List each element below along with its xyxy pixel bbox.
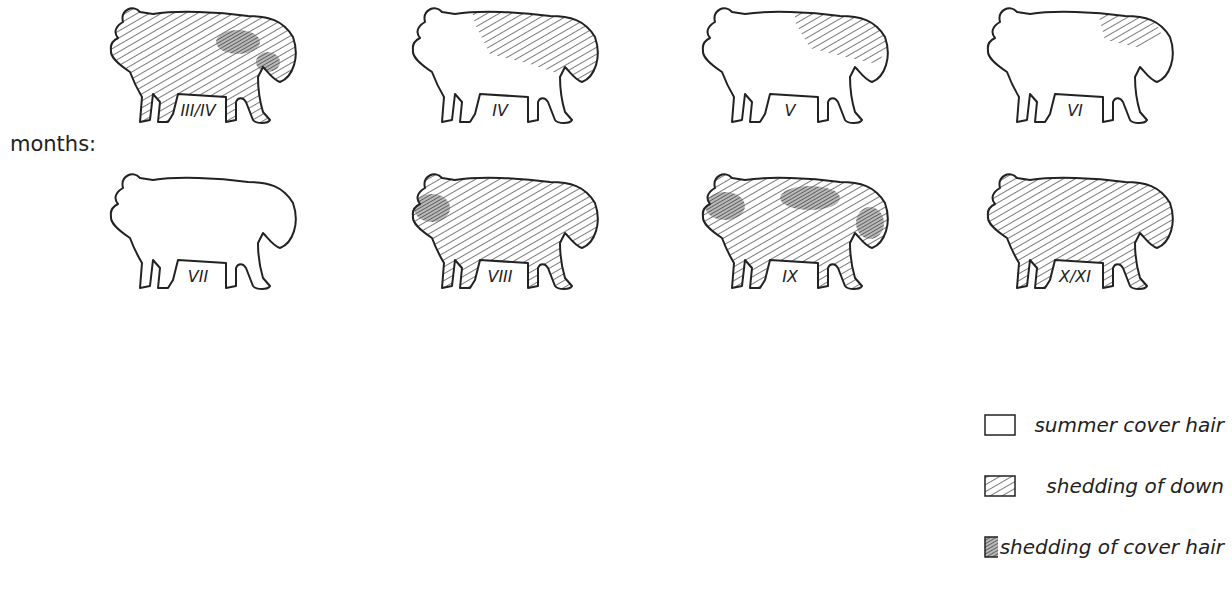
figure-outline bbox=[988, 174, 1173, 289]
fur-pattern bbox=[405, 163, 610, 298]
figure-outline bbox=[413, 8, 598, 123]
shedding-region bbox=[1095, 2, 1163, 48]
figure-outline bbox=[111, 174, 296, 289]
shedding-region bbox=[856, 207, 884, 239]
raccoon-dog-figure bbox=[703, 2, 890, 123]
figure-outline bbox=[988, 8, 1173, 123]
legend-label: shedding of down bbox=[1044, 475, 1226, 498]
shedding-region bbox=[414, 194, 450, 222]
raccoon-dog-figure bbox=[695, 163, 900, 298]
shedding-region bbox=[795, 2, 890, 64]
month-label: VIII bbox=[485, 268, 514, 286]
legend-swatch bbox=[985, 476, 1015, 496]
raccoon-dog-figure bbox=[103, 0, 308, 132]
fur-pattern bbox=[695, 163, 900, 298]
raccoon-dog-figure bbox=[111, 174, 296, 289]
shedding-region bbox=[695, 163, 900, 298]
fur-pattern bbox=[795, 2, 890, 64]
legend-label: shedding of cover hair bbox=[998, 536, 1226, 559]
fur-pattern bbox=[980, 163, 1185, 298]
raccoon-dog-figure bbox=[988, 2, 1173, 123]
figure-fill bbox=[111, 174, 296, 289]
fur-pattern bbox=[103, 0, 308, 132]
figure-outline bbox=[703, 174, 888, 289]
month-label: III/IV bbox=[178, 102, 217, 120]
figure-outline bbox=[413, 174, 598, 289]
raccoon-dog-figure bbox=[980, 163, 1185, 298]
month-label: X/XI bbox=[1057, 268, 1093, 286]
month-label: V bbox=[783, 102, 798, 120]
shedding-region bbox=[980, 163, 1185, 298]
legend-swatch bbox=[985, 415, 1015, 435]
shedding-region bbox=[780, 186, 840, 210]
shedding-region bbox=[705, 192, 745, 220]
fur-pattern bbox=[1095, 2, 1163, 48]
month-label: VI bbox=[1065, 102, 1085, 120]
raccoon-dog-figure bbox=[405, 163, 610, 298]
month-label: IV bbox=[490, 102, 510, 120]
shedding-region bbox=[256, 52, 280, 72]
axis-label: months: bbox=[8, 132, 98, 156]
month-label: VII bbox=[186, 268, 210, 286]
raccoon-dog-figure bbox=[413, 2, 605, 123]
shedding-region bbox=[216, 30, 260, 54]
figure-outline bbox=[111, 8, 296, 123]
figure-outline bbox=[703, 8, 888, 123]
shedding-region bbox=[405, 163, 610, 298]
month-label: IX bbox=[780, 268, 800, 286]
shedding-region bbox=[103, 0, 308, 132]
legend-label: summer cover hair bbox=[1032, 414, 1226, 437]
